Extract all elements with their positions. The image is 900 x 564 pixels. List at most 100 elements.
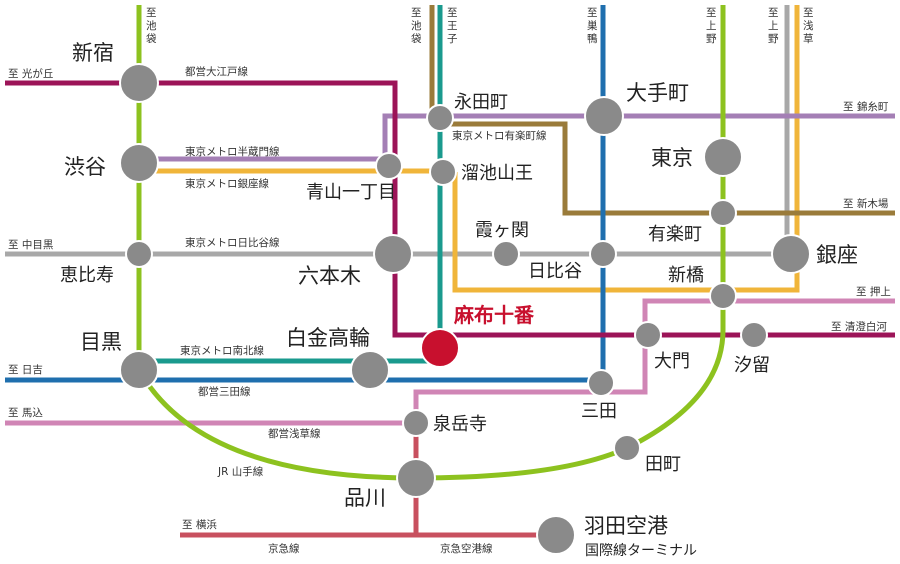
label-shibuya: 渋谷: [64, 155, 106, 179]
station-ebisu: [125, 240, 153, 268]
svg-text:至: 至: [146, 7, 157, 19]
svg-text:王: 王: [447, 20, 458, 32]
label-kasumigaseki: 霞ヶ関: [475, 220, 529, 241]
dir-oshiage: 至 押上: [856, 285, 891, 298]
label-azabu-juban: 麻布十番: [453, 303, 535, 327]
label-shimbashi: 新橋: [668, 265, 704, 286]
dir-yokohama: 至 横浜: [182, 518, 217, 531]
svg-text:巣: 巣: [587, 19, 598, 32]
dir-ueno-hibiya: 至上野: [768, 7, 779, 45]
label-ebisu: 恵比寿: [60, 265, 114, 286]
line-label-hibiya: 東京メトロ日比谷線: [185, 236, 280, 249]
station-yurakucho: [709, 199, 737, 227]
label-aoyama: 青山一丁目: [306, 182, 396, 203]
label-haneda-terminal: 国際線ターミナル: [585, 543, 697, 559]
svg-text:上: 上: [706, 20, 717, 32]
line-label-yurakucho: 東京メトロ有楽町線: [452, 129, 547, 142]
station-nagatacho: [426, 104, 454, 132]
station-tameike: [429, 158, 457, 186]
station-ginza: [771, 234, 811, 274]
label-shinagawa: 品川: [344, 486, 386, 510]
label-shiodome: 汐留: [734, 355, 770, 376]
station-mita: [587, 369, 615, 397]
dir-ikebukuro-jr: 至池袋: [146, 7, 157, 45]
label-tamachi: 田町: [645, 454, 681, 475]
label-roppongi: 六本木: [298, 264, 361, 288]
label-yurakucho: 有楽町: [648, 224, 702, 245]
svg-text:野: 野: [706, 33, 717, 45]
label-tokyo: 東京: [651, 146, 693, 170]
station-sengakuji: [402, 409, 430, 437]
line-label-oedo: 都営大江戸線: [185, 65, 248, 78]
station-shiodome: [740, 321, 768, 349]
line-label-asakusa: 都営浅草線: [268, 427, 321, 440]
station-azabu-juban-highlight: [420, 328, 460, 368]
svg-text:袋: 袋: [411, 32, 422, 45]
dir-shinkiba: 至 新木場: [843, 197, 889, 210]
line-hanzomon: [139, 113, 895, 162]
station-hibiya: [589, 240, 617, 268]
dir-ueno-jr: 至上野: [706, 7, 717, 45]
svg-text:池: 池: [411, 19, 422, 32]
dir-magome: 至 馬込: [8, 407, 43, 419]
label-mita: 三田: [581, 401, 617, 422]
station-markers: [119, 63, 811, 555]
line-label-mita: 都営三田線: [198, 385, 251, 398]
svg-text:浅: 浅: [803, 19, 814, 32]
line-label-yamanote: JR 山手線: [217, 465, 264, 478]
svg-text:至: 至: [587, 7, 598, 19]
station-haneda: [536, 515, 576, 555]
station-shirokane: [350, 350, 390, 390]
label-sengakuji: 泉岳寺: [433, 414, 487, 435]
station-kasumigaseki: [492, 240, 520, 268]
dir-kiyosumi: 至 清澄白河: [831, 320, 887, 333]
station-shimbashi: [709, 282, 737, 310]
label-otemachi: 大手町: [626, 81, 689, 105]
dir-hiyoshi: 至 日吉: [8, 364, 43, 376]
station-shinjuku: [119, 63, 159, 103]
label-haneda: 羽田空港: [584, 514, 668, 538]
dir-kinshicho: 至 錦糸町: [843, 100, 889, 113]
svg-text:至: 至: [768, 7, 779, 19]
label-shinjuku: 新宿: [72, 41, 114, 65]
dir-asakusa: 至浅草: [803, 7, 814, 45]
label-nagatacho: 永田町: [454, 92, 508, 113]
dir-nakameguro: 至 中目黒: [8, 238, 53, 251]
svg-text:至: 至: [447, 7, 458, 19]
line-yamanote: [136, 5, 726, 481]
label-tameike: 溜池山王: [461, 163, 533, 184]
line-label-keikyu: 京急線: [268, 542, 300, 555]
station-shibuya: [119, 143, 159, 183]
line-hibiya: [5, 5, 791, 257]
line-mita: [5, 5, 606, 383]
svg-text:至: 至: [411, 7, 422, 19]
dir-oji: 至王子: [447, 7, 458, 45]
svg-text:野: 野: [768, 33, 779, 45]
label-hibiya: 日比谷: [528, 261, 582, 282]
svg-text:袋: 袋: [146, 32, 157, 45]
station-roppongi: [373, 234, 413, 274]
line-asakusa: [5, 298, 895, 426]
svg-text:池: 池: [146, 19, 157, 32]
dir-hikarigaoka: 至 光が丘: [8, 67, 53, 80]
station-shinagawa: [396, 458, 436, 498]
label-shirokane: 白金高輪: [286, 326, 370, 350]
line-label-hanzomon: 東京メトロ半蔵門線: [185, 145, 280, 158]
station-tamachi: [613, 434, 641, 462]
station-aoyama: [375, 152, 403, 180]
svg-text:子: 子: [447, 33, 458, 45]
svg-text:草: 草: [803, 33, 814, 45]
svg-text:上: 上: [768, 20, 779, 32]
line-label-namboku: 東京メトロ南北線: [180, 344, 264, 357]
svg-text:至: 至: [706, 7, 717, 19]
line-label-keikyu-airport: 京急空港線: [440, 542, 493, 555]
label-daimon: 大門: [654, 351, 690, 372]
svg-text:至: 至: [803, 7, 814, 19]
dir-sugamo: 至巣鴨: [587, 7, 598, 45]
dir-ikebukuro-yurakucho: 至池袋: [411, 7, 422, 45]
label-meguro: 目黒: [80, 330, 122, 354]
station-meguro: [119, 350, 159, 390]
station-tokyo: [703, 137, 743, 177]
station-daimon: [634, 321, 662, 349]
